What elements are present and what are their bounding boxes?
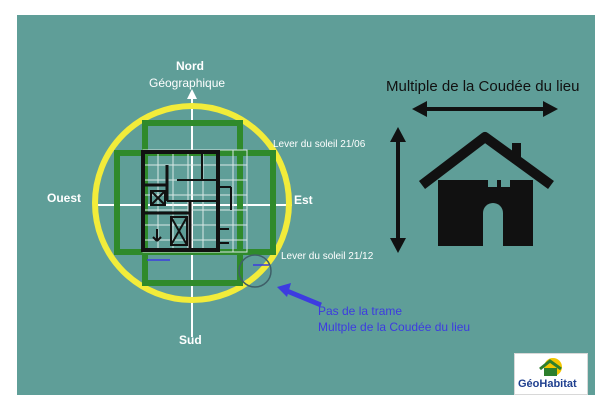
right-title: Multiple de la Coudée du lieu (386, 78, 580, 95)
diagram-canvas: Nord Géographique Ouest Est Sud Lever du… (17, 15, 595, 395)
north-sub-label: Géographique (149, 76, 226, 90)
logo-house-icon (539, 358, 562, 376)
grid-note-line2: Multple de la Coudée du lieu (318, 320, 471, 334)
horizontal-dimension-right-arrow (543, 101, 558, 117)
green-frame-horizontal (114, 150, 276, 255)
north-label: Nord (176, 59, 204, 73)
grid-note-line1: Pas de la trame (318, 304, 403, 318)
vertical-dimension-top-arrow (390, 127, 406, 142)
south-label: Sud (179, 333, 202, 347)
horizontal-dimension-left-arrow (412, 101, 427, 117)
geohabitat-logo: GéoHabitat (514, 353, 588, 395)
west-label: Ouest (47, 191, 82, 205)
house-icon (418, 132, 554, 246)
vertical-dimension-bottom-arrow (390, 238, 406, 253)
sunrise-june-label: Lever du soleil 21/06 (273, 139, 366, 150)
sun-circle (92, 103, 292, 303)
east-label: Est (294, 193, 313, 207)
diagram-svg (92, 89, 558, 337)
sunrise-december-label: Lever du soleil 21/12 (281, 251, 374, 262)
grid-note-arrow-head (277, 283, 291, 297)
logo-text: GéoHabitat (518, 378, 577, 390)
grid-note-arrow (286, 288, 322, 308)
floor-plan (141, 150, 232, 252)
north-arrow-head (187, 89, 197, 99)
grid-magnifier-circle (238, 254, 272, 288)
